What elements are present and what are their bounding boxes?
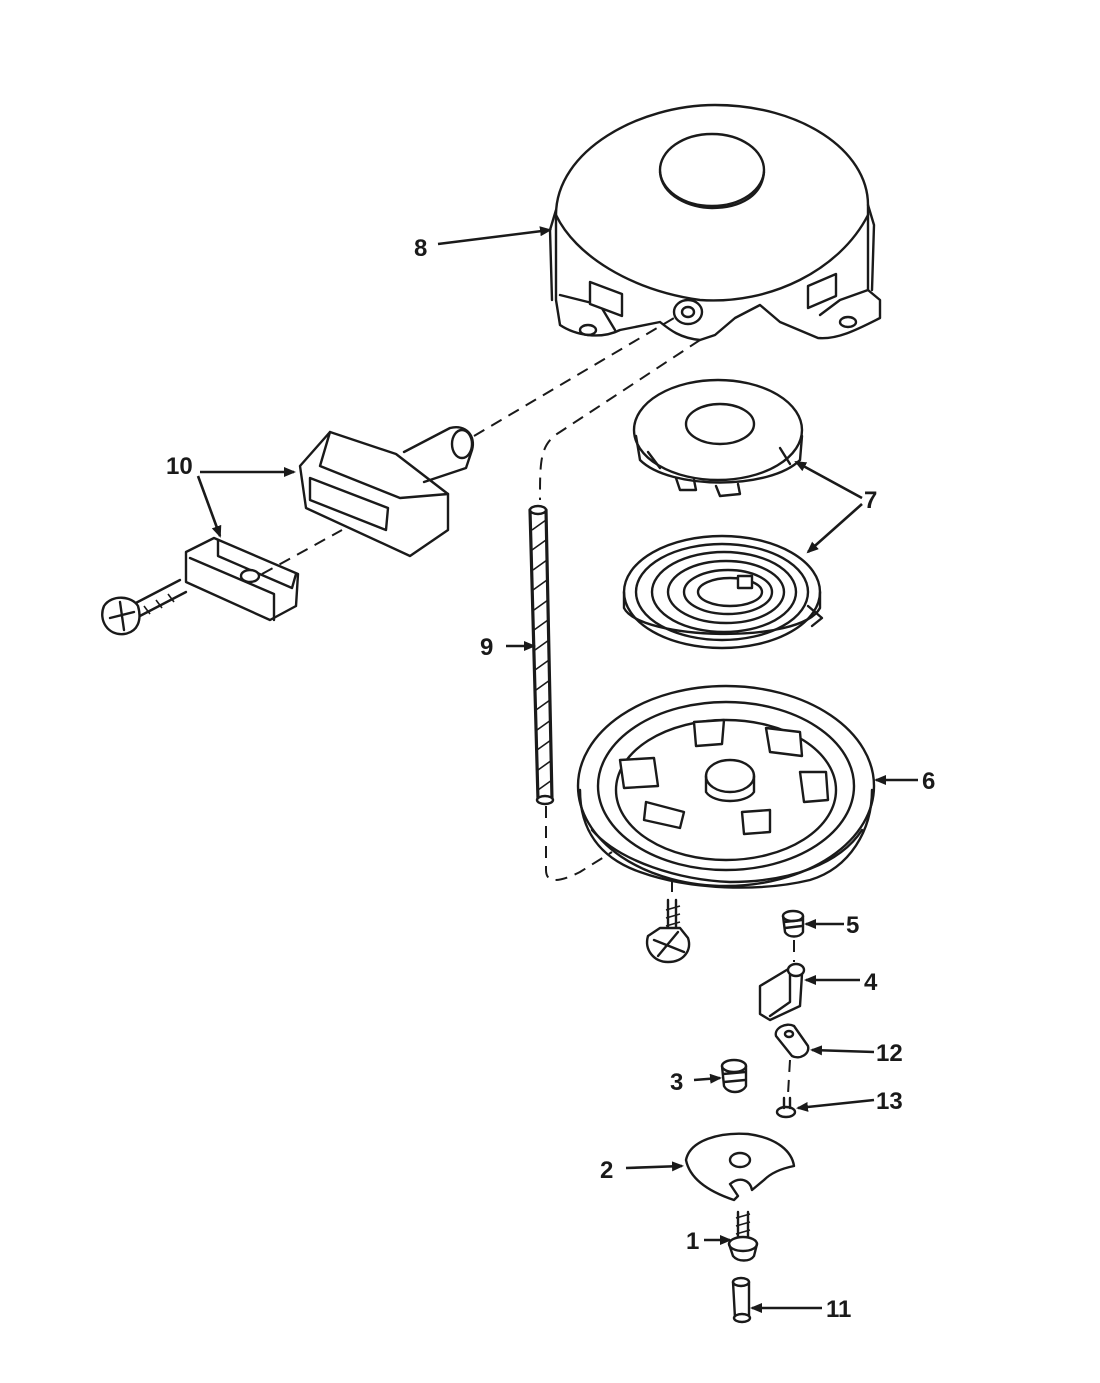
starter-housing — [548, 103, 882, 342]
rewind-spring-cup — [632, 378, 804, 498]
shoulder-screw — [727, 1210, 759, 1262]
callout-11: 11 — [826, 1296, 851, 1323]
leader-7a — [794, 460, 863, 500]
leader-7b — [806, 503, 863, 554]
pin — [731, 1276, 752, 1324]
small-screw — [775, 1096, 797, 1119]
assembly-lines — [261, 317, 795, 1095]
pawl-spring-small — [781, 909, 805, 938]
callout-10: 10 — [166, 453, 193, 480]
pawl — [758, 962, 806, 1022]
pawl-plate — [774, 1023, 810, 1059]
pawl-retainer — [684, 1132, 796, 1202]
callout-13: 13 — [876, 1088, 903, 1115]
brake-spring — [720, 1058, 748, 1094]
starter-handle — [298, 426, 475, 558]
starter-rope — [528, 504, 555, 806]
callout-4: 4 — [864, 969, 878, 996]
rewind-spring-coil — [622, 534, 824, 650]
callout-12: 12 — [876, 1040, 903, 1067]
callout-leaders — [196, 226, 918, 1313]
callout-1: 1 — [686, 1228, 699, 1255]
leader-3 — [693, 1073, 722, 1084]
callout-5: 5 — [846, 912, 859, 939]
pulley-screw — [645, 898, 691, 964]
callout-8: 8 — [414, 235, 427, 262]
callout-2: 2 — [600, 1157, 613, 1184]
callout-6: 6 — [922, 768, 935, 795]
rope-pulley — [576, 684, 876, 889]
handle-insert — [184, 536, 300, 622]
leader-8 — [437, 226, 552, 246]
callout-3: 3 — [670, 1069, 683, 1096]
leader-10b — [196, 475, 222, 538]
leader-12 — [810, 1045, 875, 1056]
callout-9: 9 — [480, 634, 493, 661]
leader-13 — [796, 1098, 875, 1112]
callout-numbers: 8 10 7 9 6 5 4 12 3 13 2 1 11 — [166, 235, 935, 1323]
callout-7: 7 — [864, 487, 877, 514]
leader-2 — [625, 1161, 684, 1172]
handle-screw — [101, 578, 188, 636]
